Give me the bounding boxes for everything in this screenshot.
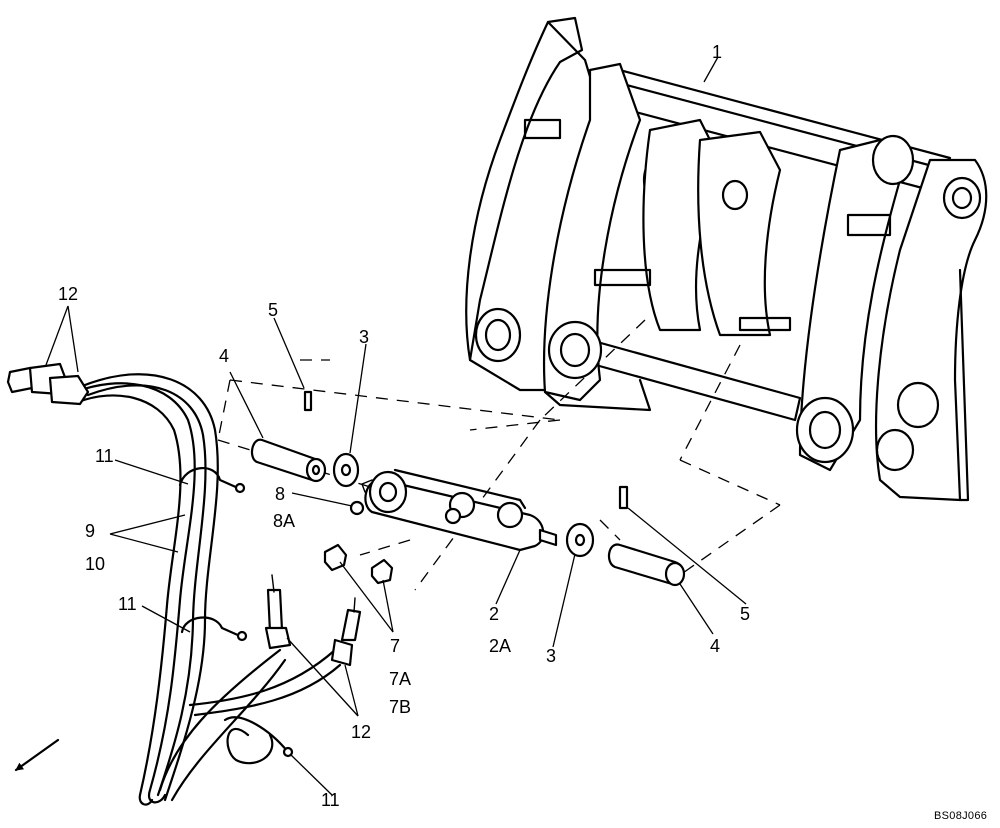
pin-right xyxy=(607,543,686,587)
callout-2: 2 xyxy=(489,604,499,624)
callout-7b: 7B xyxy=(389,697,411,717)
coupler-frame xyxy=(465,16,988,502)
callout-3-top: 3 xyxy=(359,327,369,347)
grease-fitting xyxy=(349,500,365,516)
callout-4-left: 4 xyxy=(219,346,229,366)
leader-lines xyxy=(45,56,747,796)
callout-11-mid: 11 xyxy=(118,594,137,614)
callout-7: 7 xyxy=(390,636,400,656)
diagram-code: BS08J066 xyxy=(934,810,987,822)
callout-12-top: 12 xyxy=(58,284,78,304)
callout-2a: 2A xyxy=(489,636,511,656)
washer-right xyxy=(565,522,595,558)
hydraulic-cylinder xyxy=(361,468,558,552)
callout-11-bottom: 11 xyxy=(321,790,340,810)
roll-pin-left xyxy=(303,390,313,412)
callout-8: 8 xyxy=(275,484,285,504)
callout-5-top: 5 xyxy=(268,300,278,320)
callout-8a: 8A xyxy=(273,511,295,531)
callout-1: 1 xyxy=(712,42,722,62)
callout-labels: 1 12 5 3 4 11 8 8A 9 10 11 2 2A 3 4 5 7 … xyxy=(58,42,987,822)
callout-12-bottom: 12 xyxy=(351,722,371,742)
callout-5-right: 5 xyxy=(740,604,750,624)
callout-4-right: 4 xyxy=(710,636,720,656)
callout-9: 9 xyxy=(85,521,95,541)
hydraulic-hoses xyxy=(6,362,362,806)
roll-pin-right xyxy=(618,485,629,510)
pin-left xyxy=(250,438,327,483)
callout-10: 10 xyxy=(85,554,105,574)
washer-left xyxy=(332,452,360,488)
callout-7a: 7A xyxy=(389,669,411,689)
callout-11-top: 11 xyxy=(95,446,114,466)
direction-arrow xyxy=(14,738,60,772)
hydraulic-fittings xyxy=(323,543,394,585)
callout-3-bottom: 3 xyxy=(546,646,556,666)
